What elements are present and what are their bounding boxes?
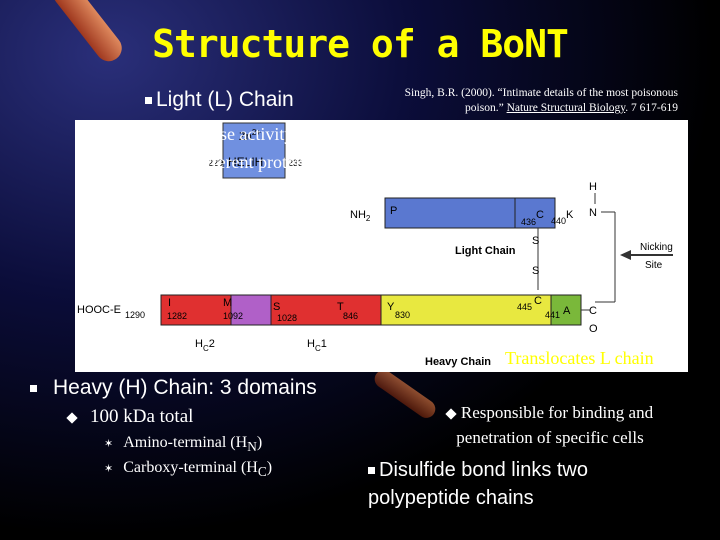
h-label: H — [589, 181, 597, 193]
i-label: I — [168, 297, 171, 309]
residue-1290: 1290 — [125, 310, 145, 320]
a-label: A — [563, 305, 571, 317]
disulfide-line-2: polypeptide chains — [368, 487, 534, 509]
diamond-bullet-icon — [445, 408, 457, 420]
zinc-line-2: specific for different protein — [105, 152, 310, 172]
light-chain-text: Light (L) Chain — [156, 88, 294, 111]
residue-1092: 1092 — [223, 311, 243, 321]
citation-journal: Nature Structural Biology — [506, 102, 626, 114]
s-label-1: S — [532, 235, 539, 247]
hn-domain-green — [550, 294, 582, 326]
site-label: Site — [645, 260, 663, 271]
c-label-top: C — [536, 209, 544, 221]
diamond-bullet-icon — [77, 130, 89, 142]
residue-436: 436 — [521, 217, 536, 227]
carboxy-terminal-text: Carboxy-terminal (H — [123, 459, 258, 476]
heavy-chain-mass: 100 kDa total — [66, 406, 194, 428]
hc2-domain-purple — [230, 294, 272, 326]
hc1-domain-red — [270, 294, 382, 326]
m-label: M — [223, 297, 232, 309]
n-label: N — [589, 207, 597, 219]
square-bullet-icon — [145, 96, 152, 104]
amino-subscript: N — [247, 439, 257, 455]
light-chain-diagram-label: Light Chain — [455, 245, 516, 257]
c-end-label: C — [589, 305, 597, 317]
amino-terminal-item: ✶Amino-terminal (HN) — [104, 434, 263, 455]
square-bullet-icon — [30, 384, 37, 392]
responsible-line-1-text: Responsible for binding and — [460, 403, 654, 422]
light-chain-bullet: Light (L) Chain — [145, 88, 294, 112]
hc2-domain-red — [160, 294, 232, 326]
bont-structure-diagram: Zn2+ HELIH 229 233 NH2 P 436 C 440 K H N… — [75, 120, 688, 372]
kda-50-text: 50 kDa — [255, 210, 308, 230]
disulfide-line-1: Disulfide bond links two — [368, 456, 688, 484]
hc2-label: HC2 — [195, 338, 215, 353]
responsible-line-2: penetration of specific cells — [456, 428, 644, 447]
residue-846: 846 — [343, 311, 358, 321]
zn-label: Zn2+ — [239, 128, 261, 143]
translocates-l-chain: Translocates L chain — [505, 348, 654, 368]
diagram-svg: Zn2+ HELIH 229 233 NH2 P 436 C 440 K H N… — [77, 122, 673, 368]
hc1-label: HC1 — [307, 338, 327, 353]
responsible-line-1: Responsible for binding and — [405, 400, 695, 425]
citation-line-1: Singh, B.R. (2000). “Intimate details of… — [404, 87, 678, 99]
responsible-text: Responsible for binding and penetration … — [405, 400, 695, 450]
diamond-bullet-icon — [66, 411, 78, 424]
square-bullet-icon — [368, 467, 375, 475]
zinc-site-box — [222, 122, 286, 179]
heavy-chain-diagram-label: Heavy Chain — [425, 356, 491, 368]
residue-445: 445 — [517, 302, 532, 312]
zinc-line-3: components of vesicle fusion. — [100, 180, 315, 200]
hexxh-motif: HELIH — [228, 155, 263, 169]
zinc-line-1: Zinc-endopeptidase activity — [75, 120, 340, 148]
star-bullet-icon: ✶ — [104, 438, 114, 450]
p-label: P — [390, 205, 397, 217]
residue-440: 440 — [551, 216, 566, 226]
zinc-endopeptidase-text: Zinc-endopeptidase activity specific for… — [75, 120, 340, 204]
residue-830: 830 — [395, 310, 410, 320]
citation-pages: . 7 617-619 — [625, 102, 678, 114]
disulfide-line-1-text: Disulfide bond links two — [379, 459, 588, 481]
slide-title: Structure of a BoNT — [152, 22, 569, 66]
citation-text: poison.” — [465, 102, 507, 114]
nicking-label: Nicking — [640, 242, 673, 253]
residue-233: 233 — [288, 158, 303, 168]
heavy-chain-bullet: Heavy (H) Chain: 3 domains — [30, 376, 317, 400]
k-label: K — [566, 209, 574, 221]
citation: Singh, B.R. (2000). “Intimate details of… — [360, 86, 678, 116]
residue-1028: 1028 — [277, 313, 297, 323]
arrow-head-icon — [620, 250, 631, 260]
t-label: T — [337, 301, 344, 313]
nh2-label: NH2 — [350, 209, 371, 223]
citation-line-2: poison.” Nature Structural Biology. 7 61… — [360, 101, 678, 116]
disulfide-text: Disulfide bond links two polypeptide cha… — [368, 456, 688, 512]
s-label-2: S — [532, 265, 539, 277]
y-label: Y — [387, 301, 395, 313]
diamond-bullet-icon — [239, 216, 251, 228]
star-bullet-icon: ✶ — [104, 463, 114, 475]
residue-441: 441 — [545, 310, 560, 320]
light-chain-end — [514, 197, 556, 229]
carboxy-subscript: C — [257, 464, 267, 480]
zinc-line-1-text: Zinc-endopeptidase activity — [93, 124, 294, 144]
kda-100-text: 100 kDa total — [90, 406, 194, 427]
s-label-3: S — [273, 301, 280, 313]
o-end-label: O — [589, 323, 598, 335]
carboxy-terminal-item: ✶Carboxy-terminal (HC) — [104, 459, 273, 480]
hn-domain-yellow — [380, 294, 552, 326]
amino-terminal-text: Amino-terminal (H — [123, 434, 248, 451]
hooc-label: HOOC-E — [77, 304, 121, 316]
light-chain-mass: 50 kDa — [239, 210, 308, 231]
residue-1282: 1282 — [167, 311, 187, 321]
binds-to-nerve-cells: Binds to nerve cells — [98, 270, 233, 289]
residue-229: 229 — [208, 158, 223, 168]
heavy-chain-text: Heavy (H) Chain: 3 domains — [53, 376, 317, 399]
c-label-bottom: C — [534, 295, 542, 307]
